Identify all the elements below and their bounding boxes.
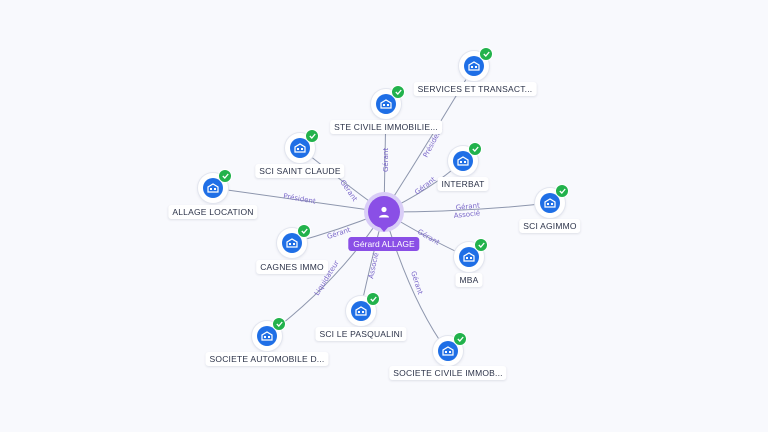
company-label-services[interactable]: SERVICES ET TRANSACT... — [413, 82, 537, 96]
building-icon — [457, 156, 469, 166]
edge-label-ste-civile: Gérant — [382, 148, 390, 172]
company-node-cagnes-immo[interactable] — [277, 224, 311, 258]
edge-allage-location — [212, 187, 385, 213]
edge-label-sci-agimmo-2: Associé — [453, 209, 480, 220]
company-label-mba[interactable]: MBA — [455, 273, 483, 287]
edge-label-societe-civile-immob: Gérant — [409, 270, 424, 296]
company-label-allage-location[interactable]: ALLAGE LOCATION — [168, 205, 258, 219]
center-person-label[interactable]: Gérard ALLAGE — [348, 237, 420, 251]
company-node-services[interactable] — [459, 47, 493, 81]
edge-label-allage-location: Président — [283, 192, 317, 206]
verified-check-icon — [218, 169, 232, 183]
building-icon — [463, 252, 475, 262]
company-node-allage-location[interactable] — [198, 169, 232, 203]
company-node-sci-le-pasqualini[interactable] — [346, 292, 380, 326]
company-node-sci-saint-claude[interactable] — [285, 129, 319, 163]
verified-check-icon — [474, 238, 488, 252]
verified-check-icon — [305, 129, 319, 143]
verified-check-icon — [297, 224, 311, 238]
company-label-sci-agimmo[interactable]: SCI AGIMMO — [519, 219, 581, 233]
building-icon — [207, 183, 219, 193]
building-icon — [355, 306, 367, 316]
company-label-cagnes-immo[interactable]: CAGNES IMMO — [256, 260, 328, 274]
building-icon — [261, 331, 273, 341]
company-label-interbat[interactable]: INTERBAT — [437, 177, 489, 191]
edge-label-sci-le-pasqualini: Associé — [367, 252, 380, 280]
building-icon — [294, 143, 306, 153]
building-icon — [468, 61, 480, 71]
person-icon — [379, 206, 389, 218]
company-label-ste-civile[interactable]: STE CIVILE IMMOBILIE... — [330, 120, 442, 134]
edge-label-mba: Gérant — [416, 228, 441, 247]
company-node-ste-civile[interactable] — [371, 85, 405, 119]
center-person-node[interactable] — [368, 196, 400, 228]
verified-check-icon — [453, 332, 467, 346]
verified-check-icon — [391, 85, 405, 99]
verified-check-icon — [272, 317, 286, 331]
company-label-societe-automobile[interactable]: SOCIETE AUTOMOBILE D... — [205, 352, 329, 366]
building-icon — [442, 346, 454, 356]
edge-label-sci-agimmo-1: Gérant — [455, 201, 480, 211]
company-label-societe-civile-immob[interactable]: SOCIETE CIVILE IMMOB... — [389, 366, 507, 380]
edge-sci-agimmo — [383, 202, 551, 213]
verified-check-icon — [555, 184, 569, 198]
company-label-sci-le-pasqualini[interactable]: SCI LE PASQUALINI — [315, 327, 407, 341]
company-node-mba[interactable] — [454, 238, 488, 272]
company-node-societe-automobile[interactable] — [252, 317, 286, 351]
building-icon — [544, 198, 556, 208]
center-pin-tip — [378, 225, 390, 232]
building-icon — [286, 238, 298, 248]
verified-check-icon — [366, 292, 380, 306]
verified-check-icon — [479, 47, 493, 61]
company-node-sci-agimmo[interactable] — [535, 184, 569, 218]
verified-check-icon — [468, 142, 482, 156]
company-node-interbat[interactable] — [448, 142, 482, 176]
company-node-societe-civile-immob[interactable] — [433, 332, 467, 366]
building-icon — [380, 99, 392, 109]
company-label-sci-saint-claude[interactable]: SCI SAINT CLAUDE — [255, 164, 345, 178]
edge-label-interbat: Gérant — [413, 175, 437, 196]
